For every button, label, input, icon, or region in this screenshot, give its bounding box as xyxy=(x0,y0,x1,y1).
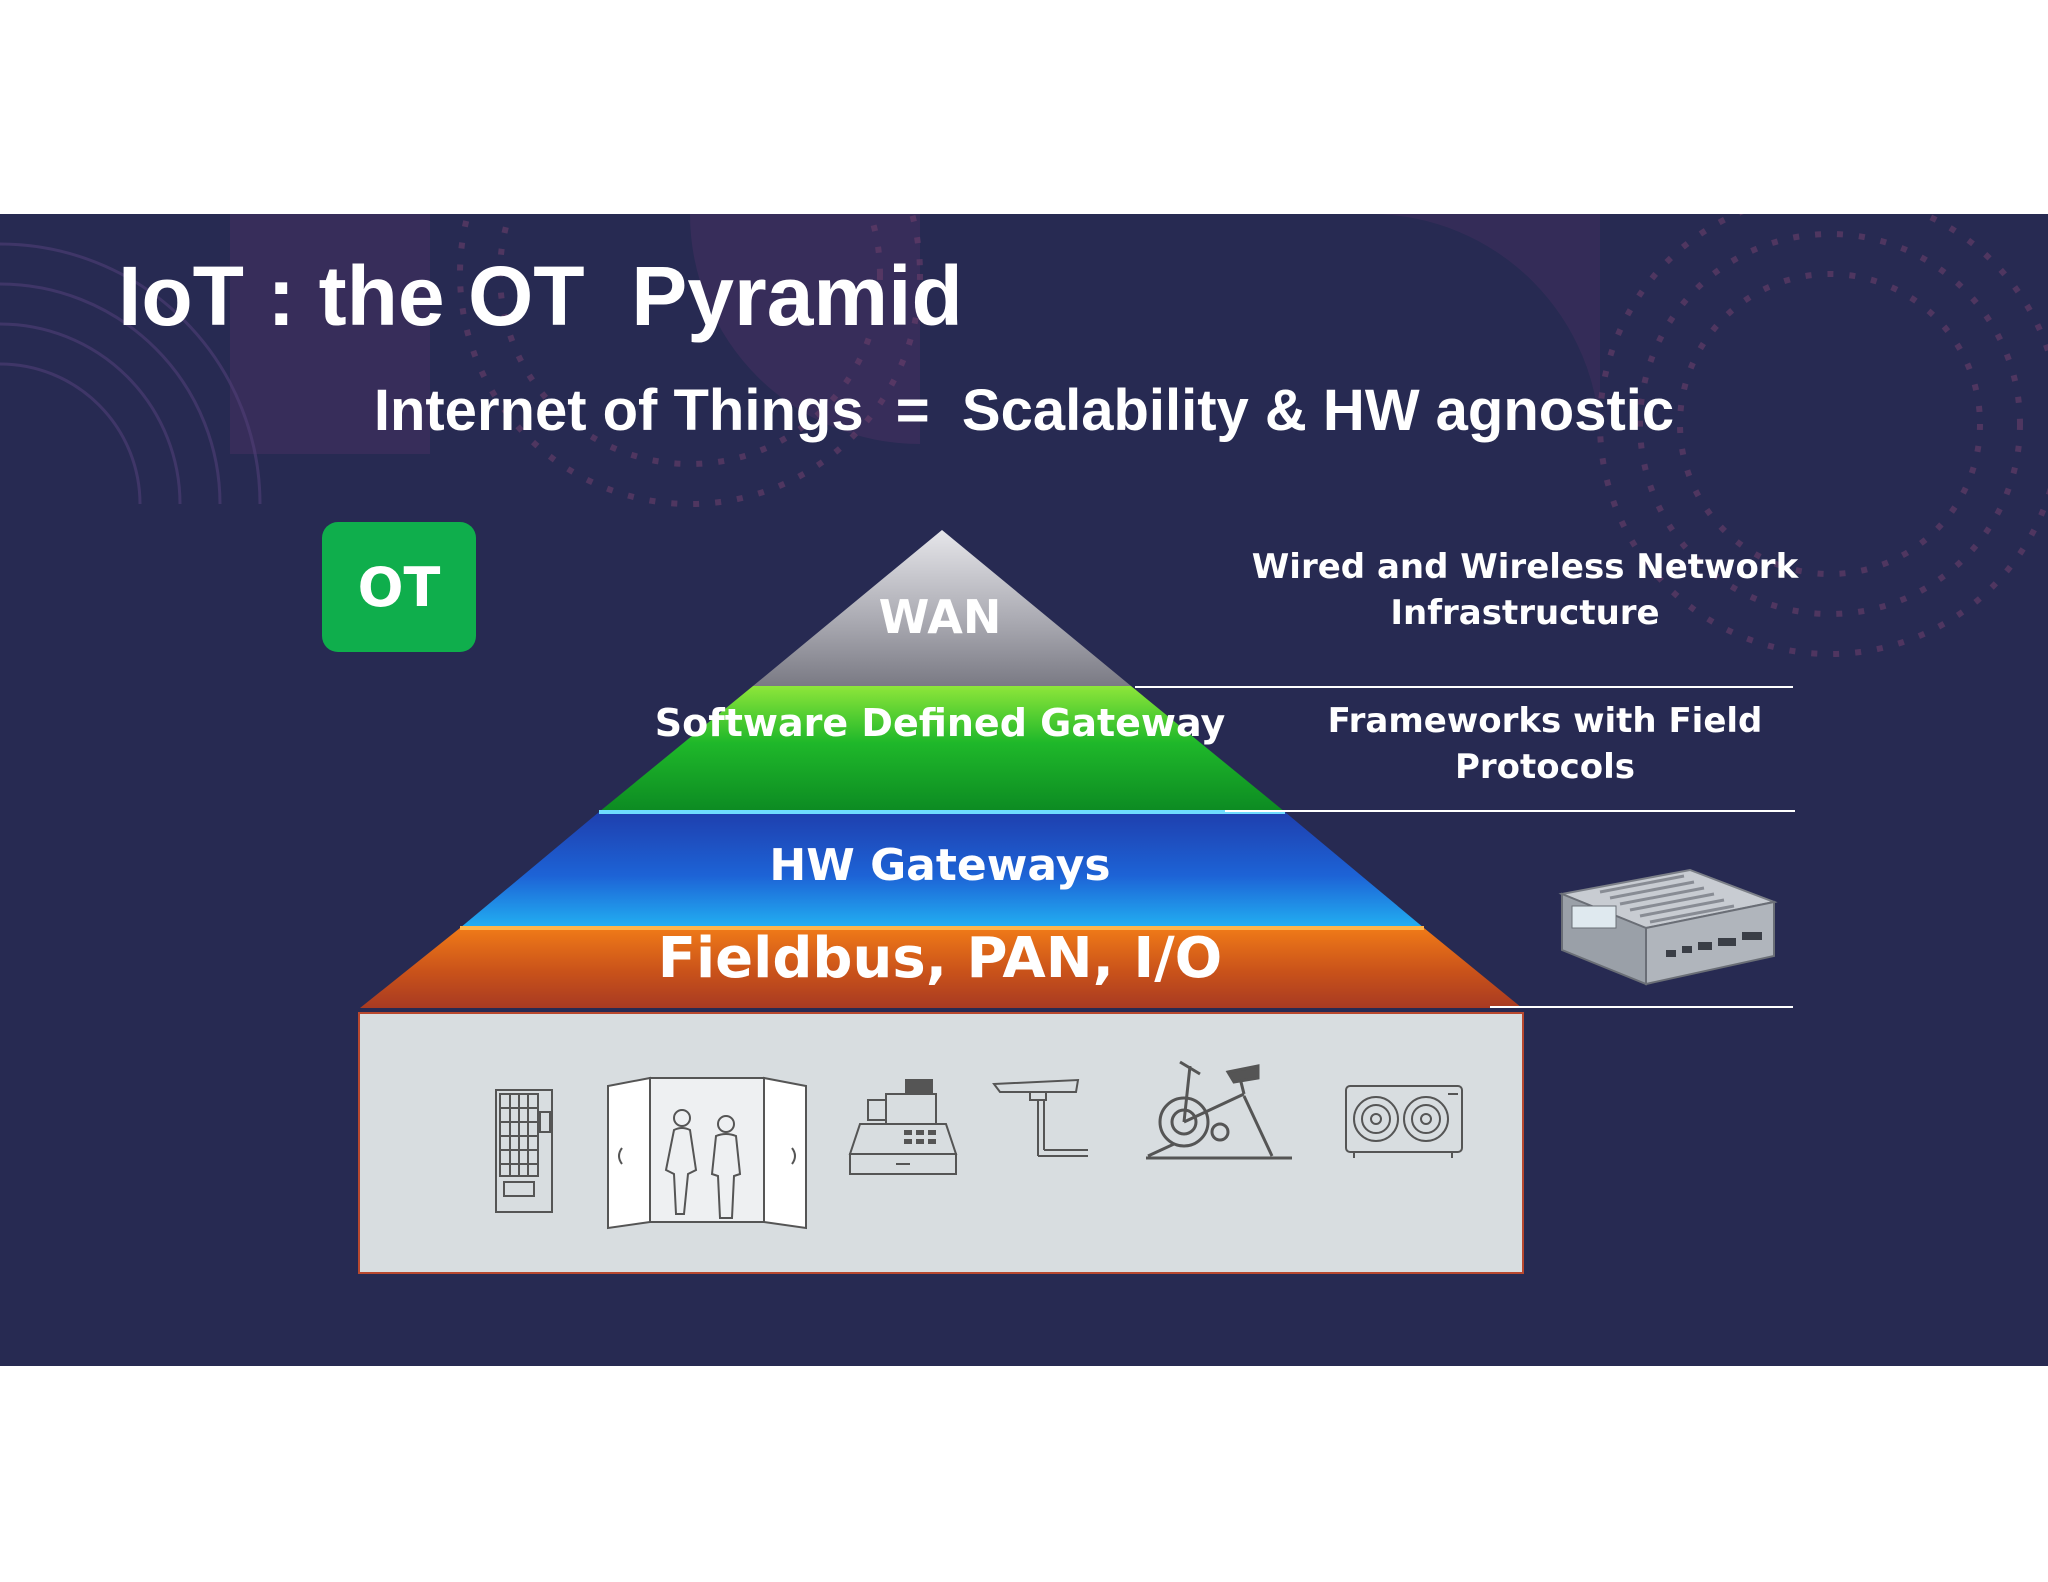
sensor-pole-icon xyxy=(992,1078,1088,1157)
automatic-door-icon xyxy=(607,1076,807,1230)
slide: IoT : the OT Pyramid Internet of Things … xyxy=(0,214,2048,1366)
separator-line xyxy=(1135,686,1793,688)
ot-badge: OT xyxy=(322,522,476,652)
pyramid-label-fieldbus: Fieldbus, PAN, I/O xyxy=(657,926,1223,991)
pyramid-label-hw-gateways: HW Gateways xyxy=(769,840,1111,891)
wan-description: Wired and Wireless Network Infrastructur… xyxy=(1251,547,1799,633)
air-conditioner-unit-icon xyxy=(1345,1085,1463,1158)
pyramid-level-software-defined-gateway xyxy=(599,686,1285,812)
pyramid-level-fieldbus xyxy=(360,928,1522,1008)
pyramid-label-wan: WAN xyxy=(878,590,1002,644)
hw-gateway-device-icon xyxy=(1558,868,1778,986)
separator-line xyxy=(1225,810,1795,812)
pyramid-level-hw-gateways xyxy=(460,812,1424,928)
device-panel xyxy=(358,1012,1524,1274)
pyramid-diagram xyxy=(360,530,1522,1008)
cash-register-icon xyxy=(848,1079,958,1175)
sdg-description: Frameworks with Field Protocols xyxy=(1327,701,1763,787)
vending-machine-icon xyxy=(495,1089,553,1213)
slide-title: IoT : the OT Pyramid xyxy=(118,249,963,343)
background-decoration xyxy=(0,214,2048,657)
slide-subtitle: Internet of Things = Scalability & HW ag… xyxy=(373,378,1675,443)
pyramid-level-wan xyxy=(753,530,1131,686)
pyramid-label-software-defined-gateway: Software Defined Gateway xyxy=(654,701,1226,745)
exercise-bike-icon xyxy=(1146,1060,1292,1160)
separator-line xyxy=(1490,1006,1793,1008)
